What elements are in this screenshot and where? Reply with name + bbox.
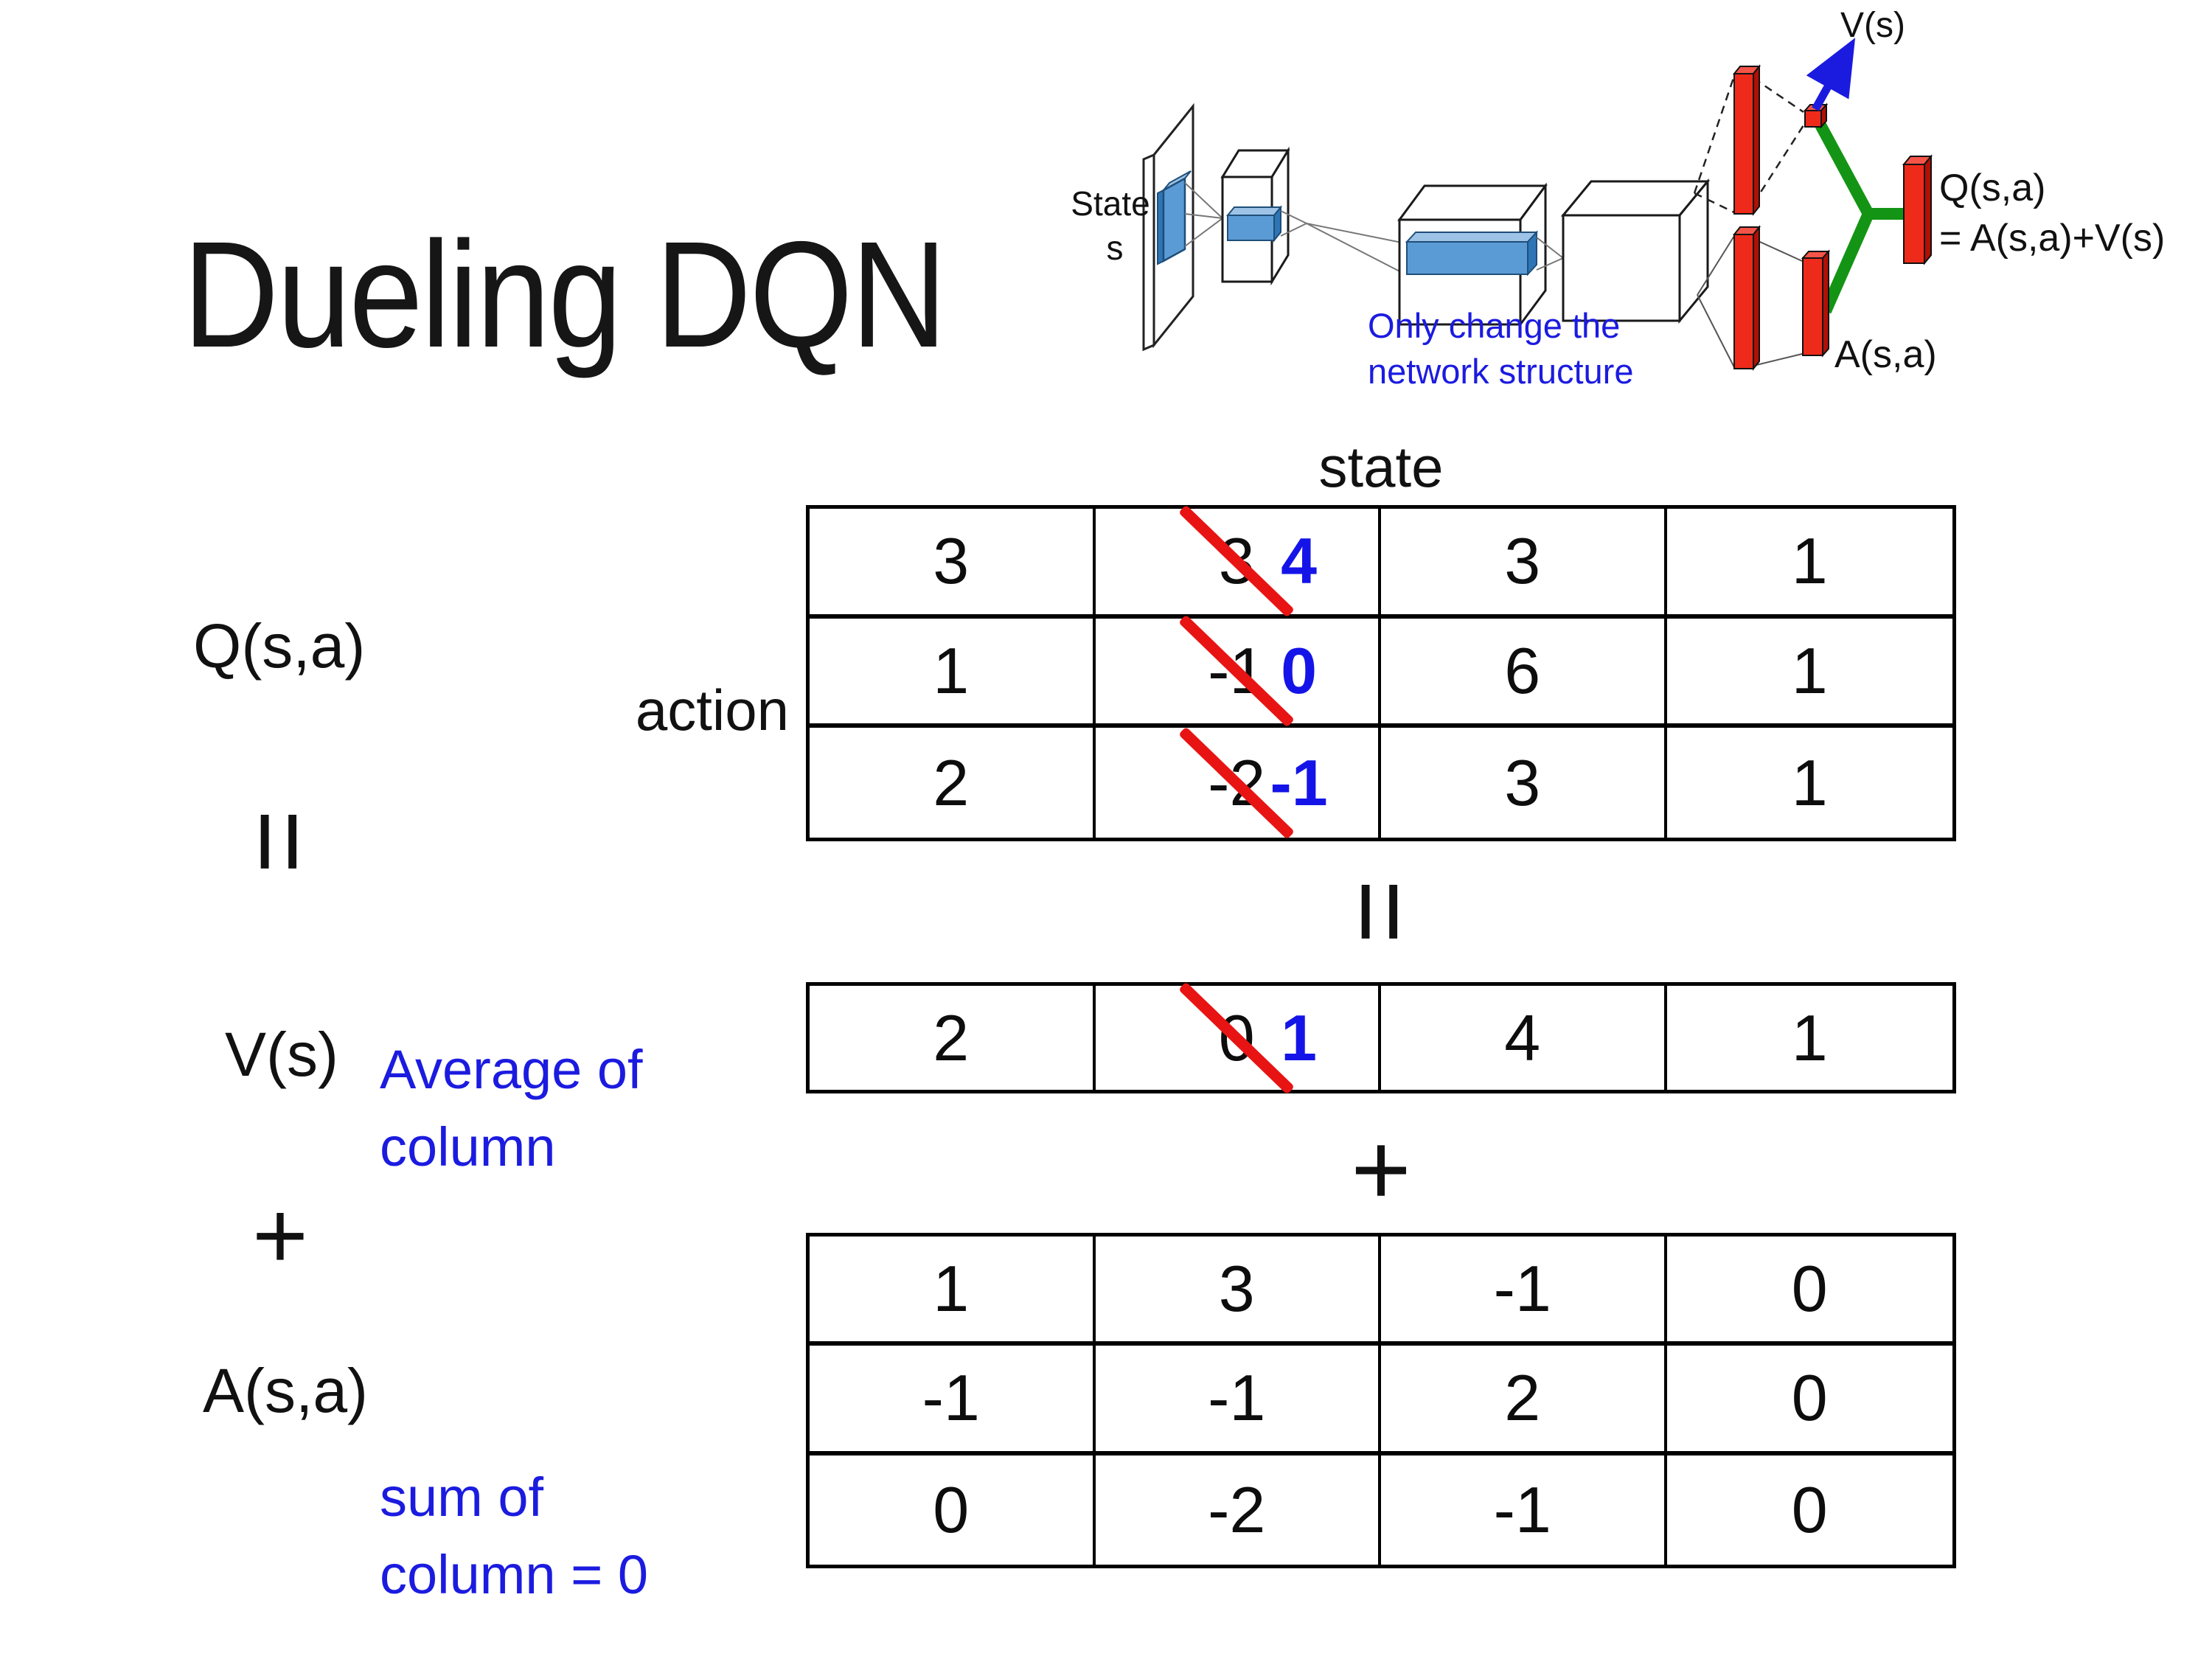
q-output-bar: [1902, 154, 1933, 265]
strike-line: [1178, 614, 1295, 728]
advantage-vector-bar: [1801, 249, 1831, 358]
plus-sign-left: +: [252, 1181, 308, 1289]
v-table: 2 0 1 4 1: [806, 981, 1956, 1095]
a-cell: -1: [1381, 1237, 1667, 1346]
v-cell-revised: 0 1: [1096, 981, 1381, 1095]
fc-box: [1560, 178, 1711, 324]
new-value: 4: [1281, 524, 1318, 598]
plus-sign-center: +: [1351, 1111, 1411, 1227]
v-cell: 2: [810, 986, 1096, 1090]
diagram-note-line1: Only change the: [1368, 306, 1620, 345]
a-function-label: A(s,a): [203, 1356, 369, 1425]
new-value: 1: [1281, 1001, 1318, 1074]
a-cell: 0: [1791, 1472, 1828, 1546]
action-axis-label: action: [635, 678, 789, 742]
a-cell: 0: [810, 1455, 1096, 1565]
links-advantage-stream: [1697, 235, 1803, 368]
v-cell: 4: [1381, 986, 1667, 1090]
q-cell: 3: [1381, 509, 1667, 619]
a-cell: -1: [810, 1346, 1096, 1455]
diagram-state-label-line2: s: [1107, 229, 1124, 267]
value-output-arrow: [1806, 38, 1856, 111]
sum-note-line2: column = 0: [380, 1544, 649, 1606]
average-of-column-note: Average of column: [380, 1031, 643, 1186]
new-value: -1: [1270, 745, 1328, 819]
feature-bar-1: [1225, 205, 1283, 243]
dashed-links-value-stream: [1693, 75, 1805, 214]
a-cell: 2: [1381, 1346, 1667, 1455]
average-note-line1: Average of: [380, 1039, 643, 1100]
v-function-label: V(s): [225, 1020, 338, 1089]
new-value: 0: [1281, 633, 1318, 707]
connection-lines-1: [1184, 182, 1223, 247]
q-cell: 1: [1666, 619, 1952, 728]
q-cell-revised: 3 4: [1095, 504, 1381, 619]
strike-line: [1178, 981, 1295, 1095]
q-cell: 3: [1381, 728, 1667, 838]
sum-note-line1: sum of: [380, 1467, 544, 1528]
diagram-state-label-line1: State: [1071, 184, 1150, 223]
q-function-label: Q(s,a): [193, 611, 366, 681]
diagram-value-label: V(s): [1840, 6, 1905, 45]
equals-sign-center: =: [1319, 879, 1444, 945]
a-cell: 3: [1095, 1237, 1381, 1346]
a-cell: 1: [810, 1237, 1096, 1346]
a-cell: 0: [1666, 1237, 1952, 1346]
state-axis-label: state: [1318, 434, 1444, 499]
input-plane: [1142, 102, 1194, 352]
feature-bar-2: [1405, 230, 1539, 276]
diagram-advantage-label: A(s,a): [1834, 333, 1937, 376]
conv-filter-patch: [1157, 170, 1192, 265]
q-cell: 1: [1791, 745, 1828, 819]
q-cell: 1: [810, 618, 1096, 728]
page-title: Dueling DQN: [183, 210, 947, 379]
a-cell: -1: [1381, 1455, 1667, 1565]
a-cell: 0: [1666, 1346, 1952, 1455]
q-cell: 1: [1666, 509, 1952, 619]
equals-sign-left: =: [218, 809, 343, 874]
q-cell: 2: [810, 728, 1096, 838]
a-cell: -1: [1095, 1346, 1381, 1455]
dueling-network-diagram: State s V(s) Q(s,a) = A(s,a)+V(s) A(s,a)…: [1071, 6, 2165, 391]
diagram-q-label-line2: = A(s,a)+V(s): [1939, 217, 2165, 260]
value-stream-bar: [1732, 64, 1761, 216]
q-cell-revised: -2 -1: [1096, 726, 1381, 840]
q-table: 3 3 4 3 1 1 -1 0 6 1 2 -2 -1 3 1: [806, 504, 1956, 841]
connection-lines-2: [1280, 210, 1406, 275]
q-cell: 6: [1381, 618, 1667, 728]
v-cell: 1: [1791, 1001, 1828, 1074]
merge-connector: [1812, 118, 1908, 314]
diagram-note-line2: network structure: [1368, 352, 1633, 391]
q-cell: 3: [810, 509, 1096, 619]
diagram-q-label-line1: Q(s,a): [1939, 167, 2045, 209]
connection-lines-3: [1536, 237, 1564, 271]
q-cell-revised: -1 0: [1095, 614, 1381, 728]
a-cell: -2: [1096, 1455, 1381, 1565]
average-note-line2: column: [380, 1116, 556, 1178]
strike-line: [1178, 504, 1295, 618]
advantage-stream-bar: [1732, 225, 1761, 371]
a-table: 1 3 -1 0 -1 -1 2 0 0 -2 -1 0: [806, 1233, 1956, 1568]
value-scalar-node: [1803, 102, 1829, 129]
sum-of-column-note: sum of column = 0: [380, 1458, 648, 1613]
